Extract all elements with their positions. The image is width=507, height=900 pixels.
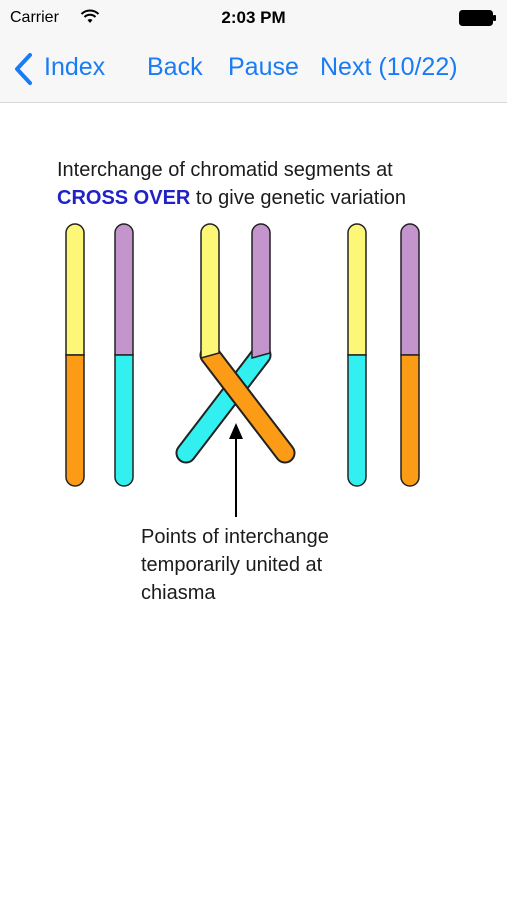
caption-line1: Interchange of chromatid segments at xyxy=(57,159,393,181)
note-line-2: temporarily united at xyxy=(141,554,323,576)
chromatid-left-2 xyxy=(114,223,134,487)
index-button[interactable]: Index xyxy=(44,53,106,81)
wifi-icon xyxy=(80,9,100,23)
status-time: 2:03 PM xyxy=(221,8,286,27)
chromatid-mid-yellow xyxy=(200,223,220,359)
note-line-3: chiasma xyxy=(141,582,216,604)
crossover-diagram xyxy=(65,223,420,517)
battery-icon xyxy=(459,10,496,26)
chromatid-mid-purple xyxy=(251,223,271,359)
chevron-left-icon[interactable] xyxy=(12,52,34,86)
caption-emphasis: CROSS OVER xyxy=(57,187,191,209)
pause-button[interactable]: Pause xyxy=(228,53,299,81)
chromatid-right-2 xyxy=(400,223,420,487)
chiasma-note: Points of interchange temporarily united… xyxy=(141,523,381,607)
next-button[interactable]: Next (10/22) xyxy=(320,53,458,81)
chiasma-arrow xyxy=(229,423,243,517)
status-bar: Carrier 2:03 PM xyxy=(0,0,507,36)
note-line-1: Points of interchange xyxy=(141,526,329,548)
back-button[interactable]: Back xyxy=(147,53,203,81)
chromatid-cross-orange xyxy=(199,344,296,464)
slide-caption: Interchange of chromatid segments at CRO… xyxy=(57,156,477,212)
caption-rest: to give genetic variation xyxy=(190,187,407,209)
carrier-label: Carrier xyxy=(10,9,59,26)
chromatid-right-1 xyxy=(347,223,367,487)
chromatid-cross-cyan xyxy=(175,344,272,464)
chromatid-left-1 xyxy=(65,223,85,487)
slide-content: Interchange of chromatid segments at CRO… xyxy=(0,103,507,900)
navigation-bar: Index Back Pause Next (10/22) xyxy=(0,36,507,103)
